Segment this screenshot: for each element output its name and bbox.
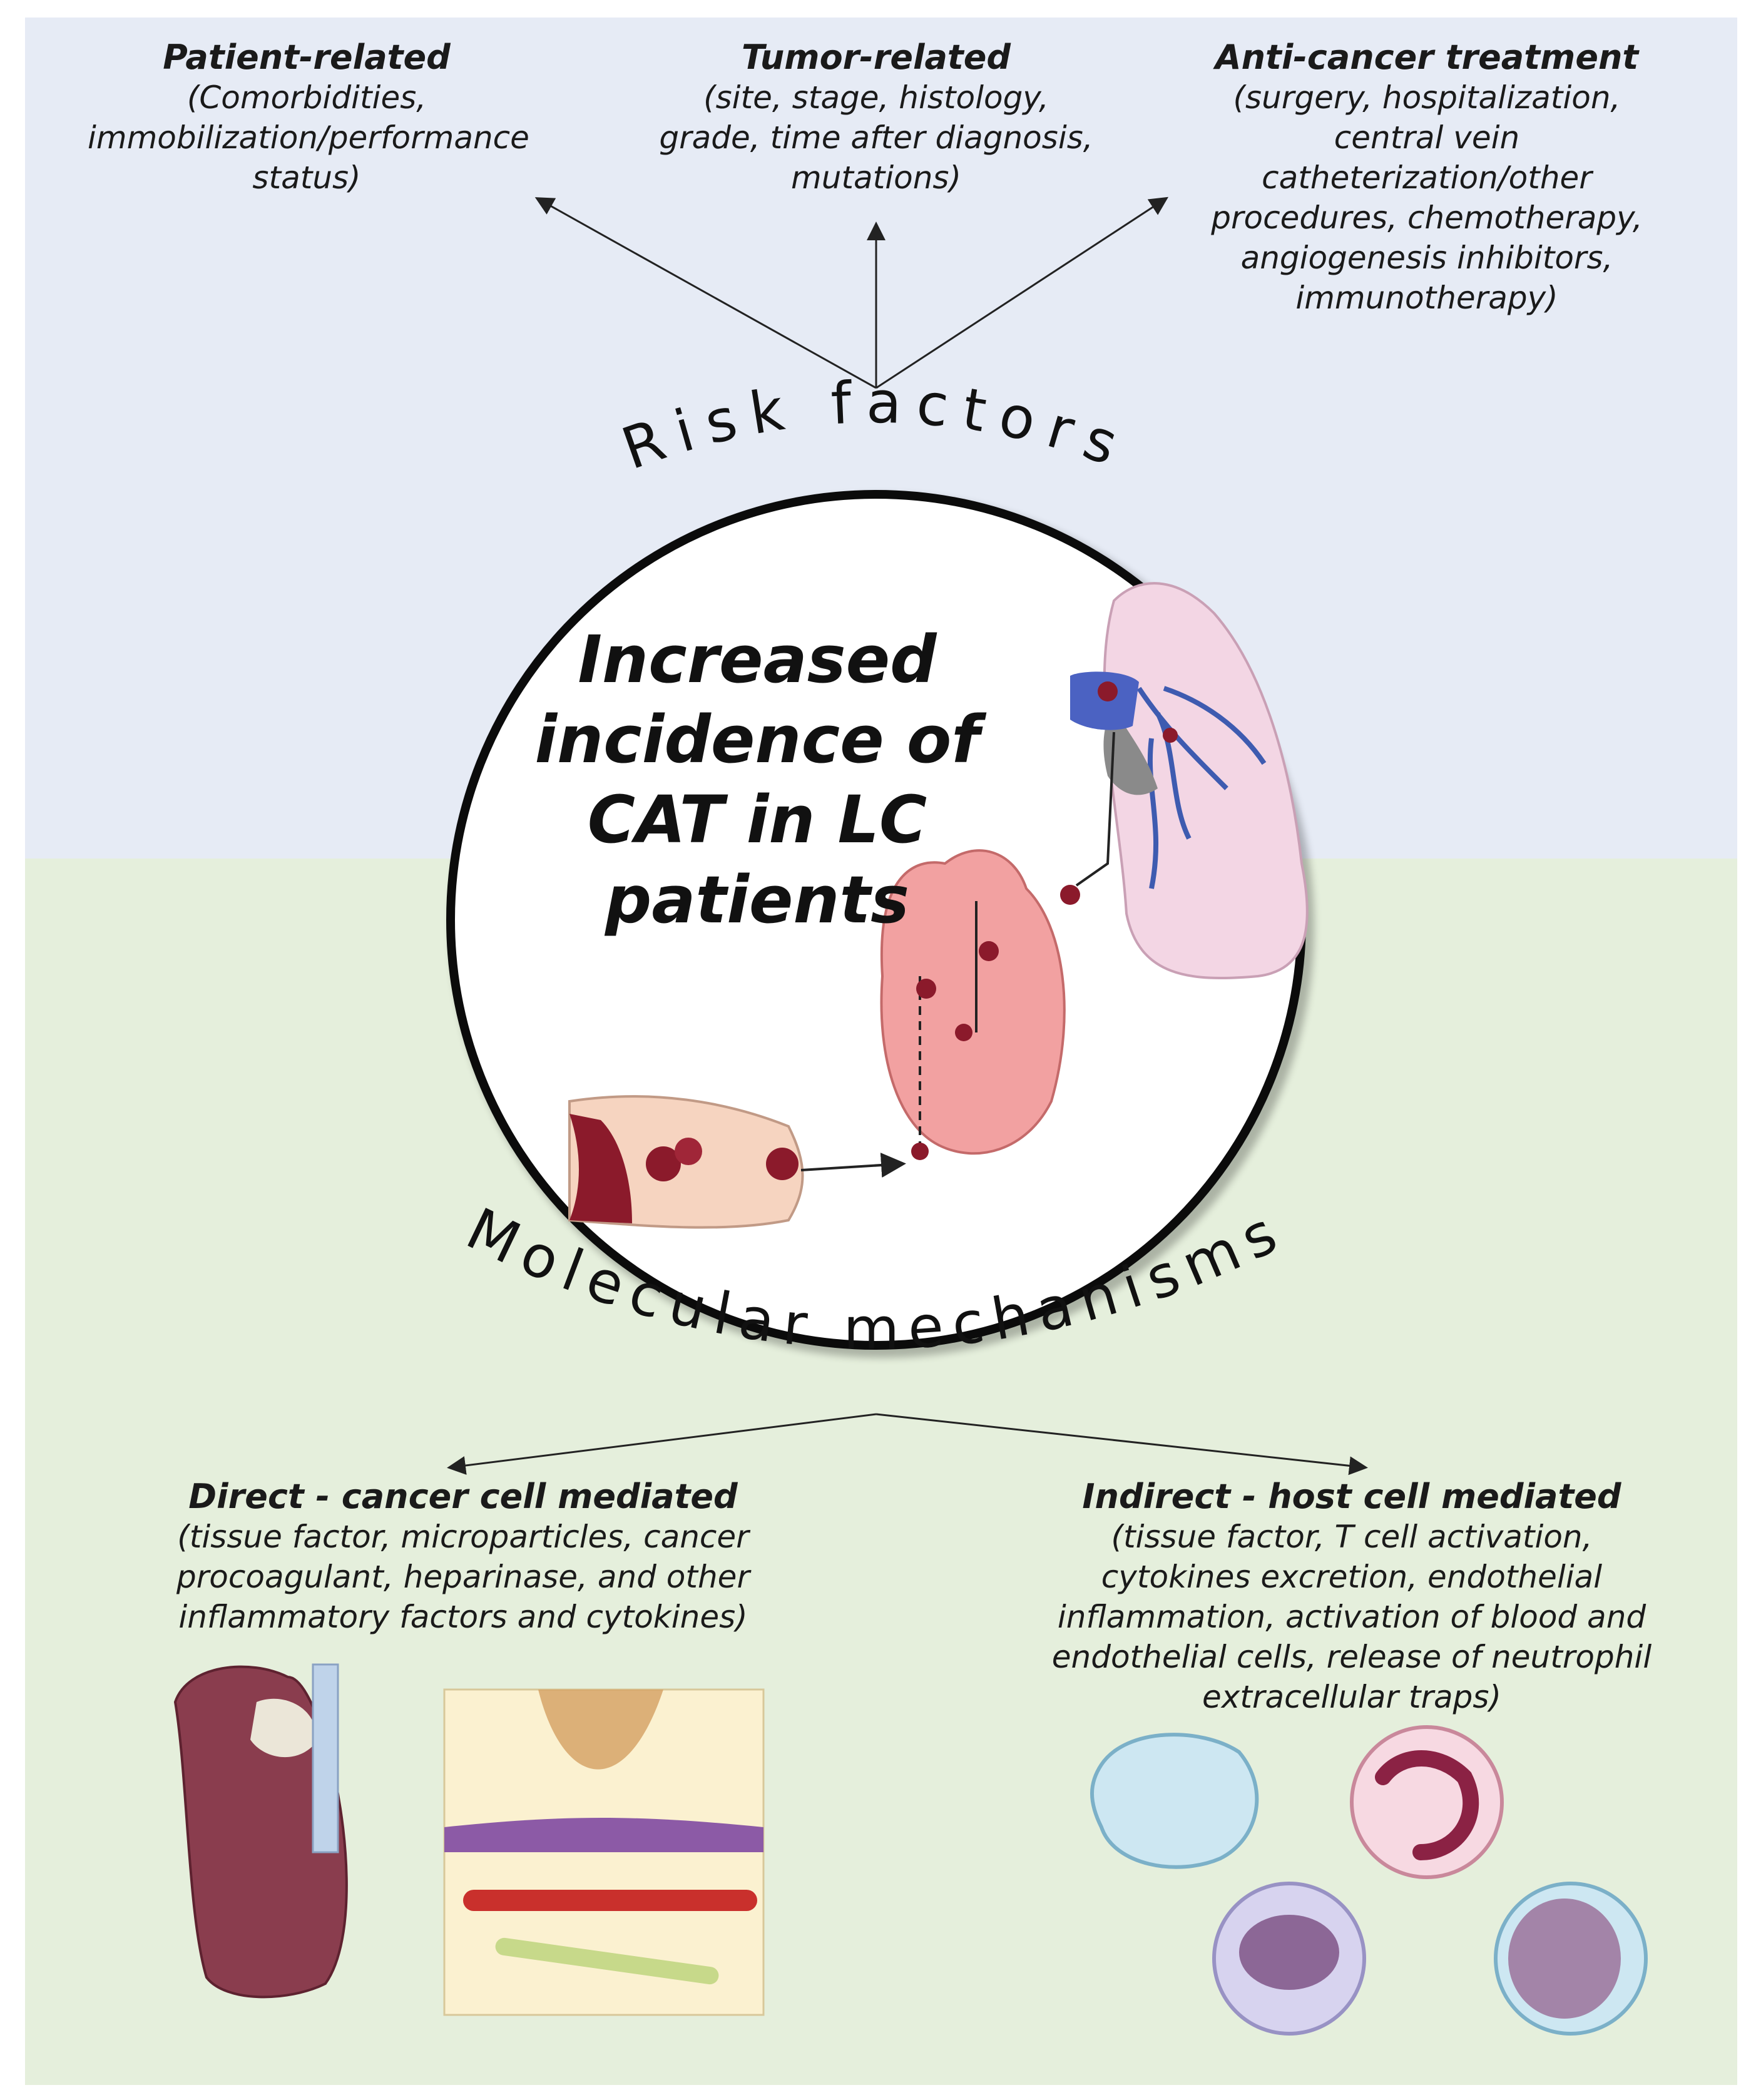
indirect-mechanism-line-5: extracellular traps) [1202,1679,1501,1715]
anti-cancer-treatment-line-2: central vein [1334,120,1520,156]
direct-mechanism-line-1: (tissue factor, microparticles, cancer [177,1519,749,1555]
center-title-line-3: CAT in LC [587,782,927,858]
tumor-tissue-icon [443,1688,765,2016]
indirect-mechanism-heading: Indirect - host cell mediated [1082,1477,1621,1516]
anti-cancer-treatment-line-4: procedures, chemotherapy, [1211,200,1643,236]
arrow-to-patient-related [534,197,877,389]
center-title-line-4: patients [605,862,910,938]
anti-cancer-treatment-line-1: (surgery, hospitalization, [1233,79,1621,116]
arrow-to-anti-cancer-treatment [875,196,1169,389]
heart-icon [880,849,1080,1160]
blood-cell-icon [1090,1725,1648,2036]
tumor-related-factor: Tumor-related (site, stage, histology, g… [632,38,1120,198]
lung-icon [1070,582,1309,980]
tumor-related-line-2: grade, time after diagnosis, [659,120,1093,156]
direct-mechanism: Direct - cancer cell mediated (tissue fa… [125,1477,801,1637]
anti-cancer-treatment-heading: Anti-cancer treatment [1215,38,1639,77]
direct-mechanism-line-2: procoagulant, heparinase, and other [176,1559,750,1595]
indirect-mechanism-line-2: cytokines excretion, endothelial [1101,1559,1603,1595]
center-title-line-2: incidence of [534,701,980,778]
direct-mechanism-heading: Direct - cancer cell mediated [188,1477,738,1516]
patient-related-line-3: status) [252,160,361,196]
vein-thrombus-icon [568,1095,906,1229]
risk-factors-label: Risk factors [614,369,1139,482]
indirect-mechanism-line-4: endothelial cells, release of neutrophil [1051,1639,1652,1675]
indirect-mechanism: Indirect - host cell mediated (tissue fa… [1026,1477,1677,1717]
arrow-to-indirect-mechanism [875,1413,1368,1476]
direct-mechanism-line-3: inflammatory factors and cytokines) [178,1599,748,1635]
patient-related-line-1: (Comorbidities, [186,79,427,116]
arrow-to-direct-mechanism [447,1413,877,1475]
patient-related-factor: Patient-related (Comorbidities, immobili… [88,38,529,198]
patient-related-heading: Patient-related [163,38,451,77]
anti-cancer-treatment-line-6: immunotherapy) [1295,280,1558,316]
tumor-related-heading: Tumor-related [741,38,1011,77]
anti-cancer-treatment-line-3: catheterization/other [1262,160,1592,196]
anti-cancer-treatment-line-5: angiogenesis inhibitors, [1240,240,1613,276]
risk-factor-arrows [534,196,1169,389]
embolus-path [1075,731,1115,887]
mechanism-arrows [447,1413,1368,1476]
indirect-mechanism-line-1: (tissue factor, T cell activation, [1111,1519,1593,1555]
tumor-related-line-1: (site, stage, histology, [703,79,1049,116]
center-title: Increased incidence of CAT in LC patient… [513,619,1001,940]
patient-related-line-2: immobilization/performance [88,120,529,156]
center-title-line-1: Increased [578,621,937,698]
diseased-lung-icon [173,1663,348,1999]
anti-cancer-treatment-factor: Anti-cancer treatment (surgery, hospital… [1183,38,1671,318]
tumor-related-line-3: mutations) [791,160,961,196]
indirect-mechanism-line-3: inflammation, activation of blood and [1057,1599,1646,1635]
